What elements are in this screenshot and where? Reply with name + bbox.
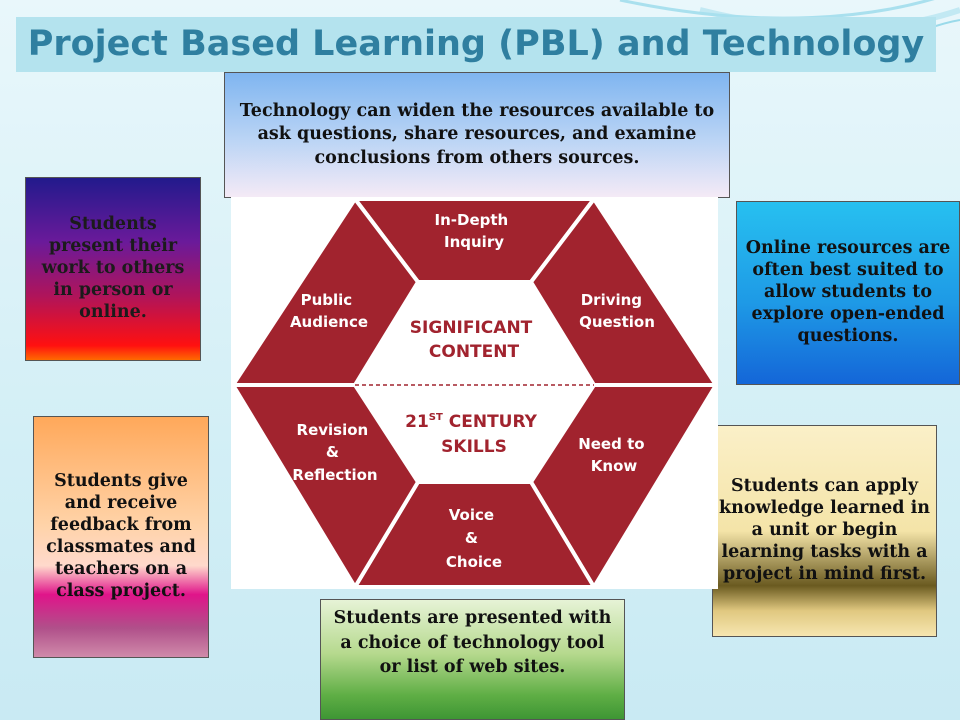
segment-upper-left-label: Public Audience bbox=[290, 291, 368, 331]
title-bar: Project Based Learning (PBL) and Technol… bbox=[16, 17, 936, 72]
center-21st-century-skills-label: 21ST CENTURY SKILLS bbox=[405, 412, 543, 457]
pbl-hexagon-diagram: In-Depth Inquiry Driving Question Need t… bbox=[231, 197, 718, 589]
driving-question-box: Online resources are often best suited t… bbox=[736, 201, 960, 385]
segment-bottom-label: Voice & Choice bbox=[446, 506, 502, 571]
hexagon-svg: In-Depth Inquiry Driving Question Need t… bbox=[231, 197, 718, 589]
technology-resources-text: Technology can widen the resources avail… bbox=[239, 101, 715, 168]
public-audience-box: Students present their work to others in… bbox=[25, 177, 201, 361]
need-to-know-text: Students can apply knowledge learned in … bbox=[719, 476, 930, 584]
technology-resources-box: Technology can widen the resources avail… bbox=[224, 72, 730, 198]
center-significant-content-label: SIGNIFICANT CONTENT bbox=[410, 318, 538, 362]
revision-reflection-text: Students give and receive feedback from … bbox=[46, 471, 196, 601]
center-hexagon bbox=[355, 282, 594, 482]
voice-choice-box: Students are presented with a choice of … bbox=[320, 599, 625, 720]
need-to-know-box: Students can apply knowledge learned in … bbox=[712, 425, 937, 637]
driving-question-text: Online resources are often best suited t… bbox=[745, 238, 951, 346]
segment-lower-left-label: Revision & Reflection bbox=[292, 421, 377, 484]
revision-reflection-box: Students give and receive feedback from … bbox=[33, 416, 209, 658]
segment-upper-right-label: Driving Question bbox=[579, 291, 655, 331]
segment-top-label: In-Depth Inquiry bbox=[435, 211, 514, 251]
page-title: Project Based Learning (PBL) and Technol… bbox=[27, 24, 925, 64]
public-audience-text: Students present their work to others in… bbox=[41, 214, 185, 322]
voice-choice-text: Students are presented with a choice of … bbox=[333, 608, 612, 677]
segment-lower-right-label: Need to Know bbox=[578, 435, 650, 475]
